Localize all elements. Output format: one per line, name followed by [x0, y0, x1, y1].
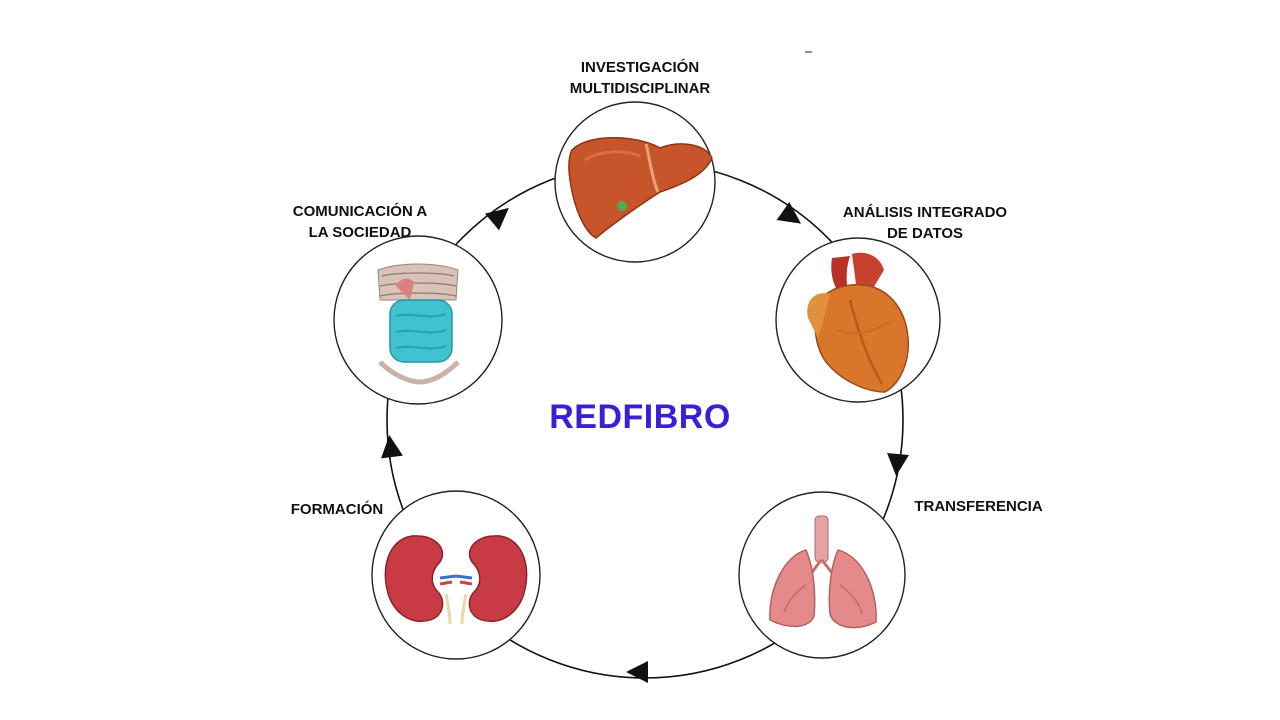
label-line: COMUNICACIÓN A: [292, 203, 428, 220]
label-line: INVESTIGACIÓN: [580, 59, 700, 76]
stage-node-comunicacion: [333, 235, 503, 405]
stage-node-transferencia: [738, 491, 906, 659]
heart-icon: [807, 252, 909, 393]
stage-node-analisis: [775, 237, 941, 403]
label-line: DE DATOS: [886, 225, 964, 242]
label-line: LA SOCIEDAD: [308, 224, 412, 241]
stage-label-investigacion: INVESTIGACIÓN MULTIDISCIPLINAR: [545, 57, 735, 99]
label-line: MULTIDISCIPLINAR: [569, 80, 711, 97]
kidneys-icon: [384, 535, 528, 625]
lungs-icon: [769, 515, 877, 629]
diagram-title: REDFIBRO: [549, 398, 731, 436]
cycle-arrow: [484, 207, 509, 231]
label-line: FORMACIÓN: [290, 501, 384, 518]
torso-intestine-icon: [377, 263, 460, 385]
cycle-arrow: [626, 661, 648, 683]
liver-icon: [568, 137, 713, 239]
stage-label-formacion: FORMACIÓN: [272, 499, 402, 520]
cycle-arrow: [887, 453, 909, 476]
stage-node-investigacion: [554, 101, 716, 263]
label-line: ANÁLISIS INTEGRADO: [842, 204, 1008, 221]
stage-label-transferencia: TRANSFERENCIA: [896, 496, 1061, 517]
cycle-arrow: [381, 435, 403, 459]
label-line: TRANSFERENCIA: [914, 498, 1043, 515]
cycle-arrow: [776, 201, 802, 224]
stage-node-formacion: [371, 490, 541, 660]
stage-label-analisis: ANÁLISIS INTEGRADO DE DATOS: [815, 202, 1035, 244]
stage-label-comunicacion: COMUNICACIÓN A LA SOCIEDAD: [270, 201, 450, 243]
